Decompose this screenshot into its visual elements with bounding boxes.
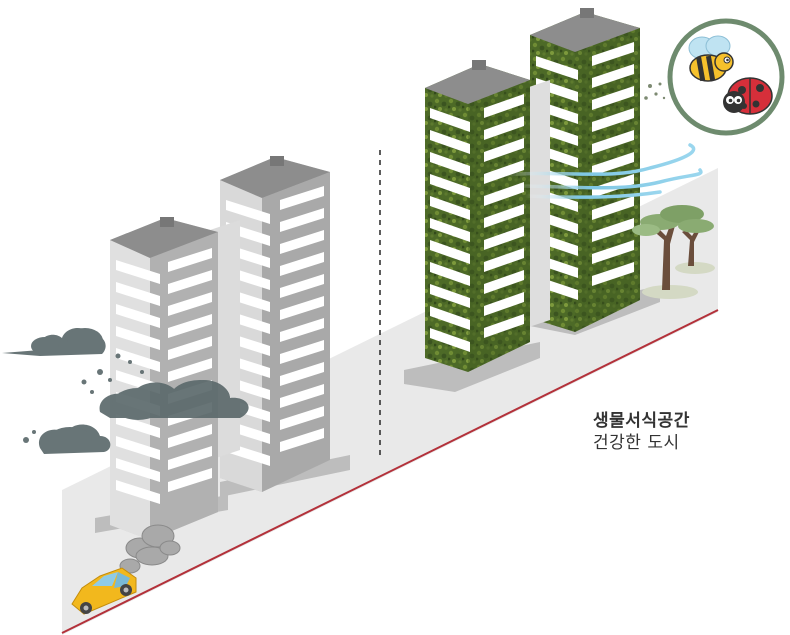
window <box>484 248 524 272</box>
window <box>168 424 212 448</box>
window <box>168 468 212 492</box>
caption: 생물서식공간 건강한 도시 <box>593 410 690 454</box>
window <box>168 314 212 338</box>
window <box>116 348 160 372</box>
window <box>592 262 634 286</box>
window <box>430 328 470 352</box>
smog-cloud-icon <box>2 327 249 454</box>
ladybug-icon <box>723 77 773 115</box>
window <box>484 182 524 206</box>
window <box>484 138 524 162</box>
window <box>484 204 524 228</box>
window <box>592 240 634 264</box>
caption-title: 생물서식공간 <box>593 411 690 431</box>
window <box>116 436 160 460</box>
green-building-icon <box>404 8 660 392</box>
window <box>280 274 324 298</box>
window <box>168 270 212 294</box>
window <box>280 340 324 364</box>
window <box>592 130 634 154</box>
tree-icon <box>632 205 715 299</box>
window <box>116 326 160 350</box>
window <box>280 208 324 232</box>
window <box>484 292 524 316</box>
caption-subtitle: 건강한 도시 <box>593 433 680 453</box>
window <box>592 86 634 110</box>
window <box>280 384 324 408</box>
window <box>430 196 470 220</box>
window <box>484 270 524 294</box>
window <box>592 152 634 176</box>
grey-building-icon <box>95 156 350 540</box>
window <box>484 116 524 140</box>
window <box>592 196 634 220</box>
window <box>116 282 160 306</box>
window <box>430 174 470 198</box>
window <box>430 262 470 286</box>
window <box>484 226 524 250</box>
window <box>280 230 324 254</box>
window <box>592 64 634 88</box>
window <box>592 218 634 242</box>
window <box>592 108 634 132</box>
bee-icon <box>688 35 734 82</box>
window <box>226 200 270 224</box>
window <box>430 284 470 308</box>
car-icon <box>71 567 137 615</box>
insect-badge <box>644 18 785 136</box>
window <box>168 292 212 316</box>
window <box>280 318 324 342</box>
window <box>484 94 524 118</box>
window <box>430 130 470 154</box>
window <box>280 252 324 276</box>
window <box>280 186 324 210</box>
window <box>430 108 470 132</box>
window <box>280 362 324 386</box>
wind-icon <box>503 143 703 199</box>
window <box>430 240 470 264</box>
window <box>592 42 634 66</box>
window <box>168 446 212 470</box>
window <box>280 428 324 452</box>
window <box>430 152 470 176</box>
window <box>280 406 324 430</box>
window <box>168 336 212 360</box>
window <box>168 358 212 382</box>
exhaust-smoke-icon <box>119 524 181 574</box>
window <box>536 56 578 80</box>
window <box>116 304 160 328</box>
window <box>484 160 524 184</box>
window <box>116 458 160 482</box>
window <box>430 306 470 330</box>
window <box>484 314 524 338</box>
window <box>116 414 160 438</box>
window <box>430 218 470 242</box>
window <box>116 260 160 284</box>
window <box>168 248 212 272</box>
window <box>280 296 324 320</box>
window <box>116 480 160 504</box>
